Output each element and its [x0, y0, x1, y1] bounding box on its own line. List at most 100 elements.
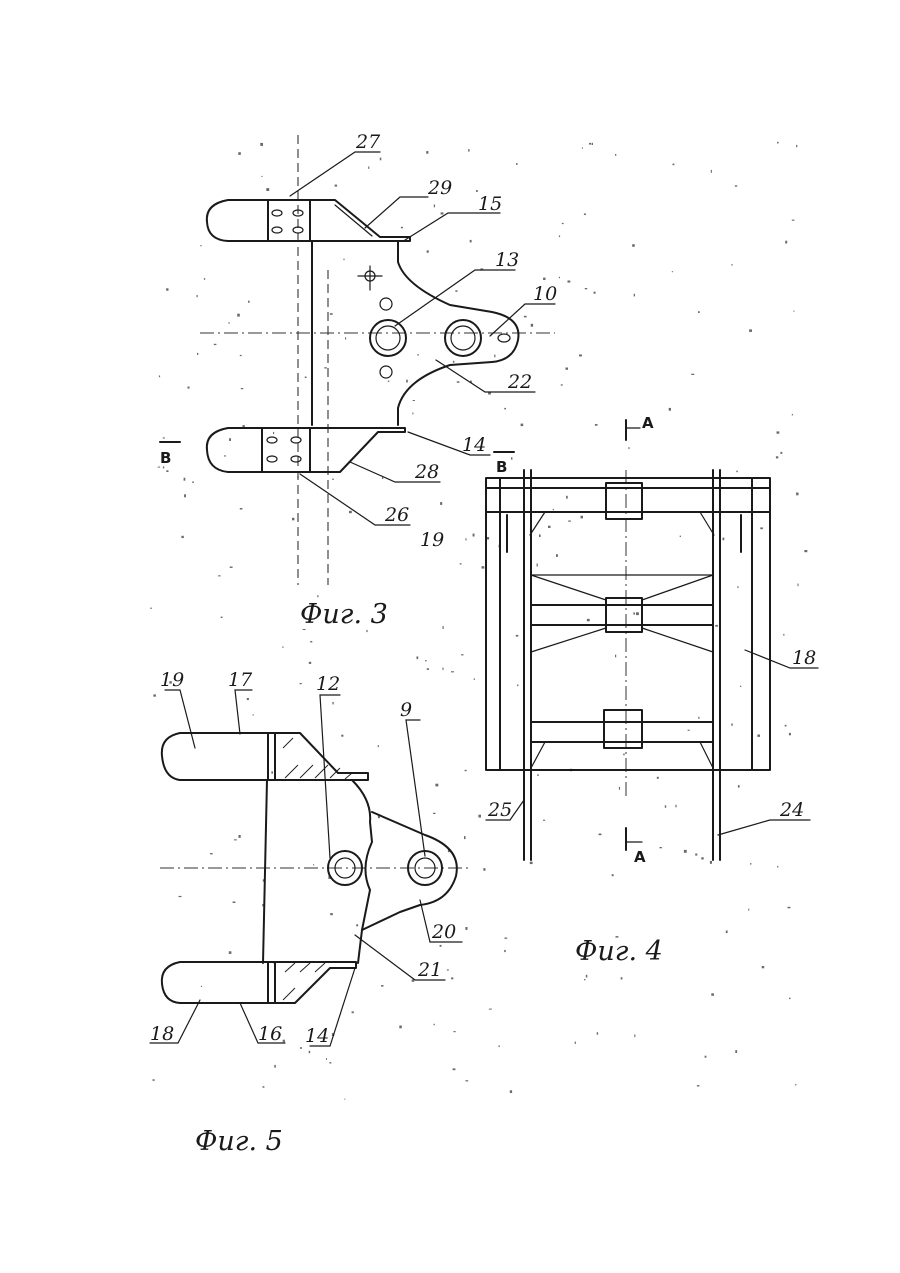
scan-speck: [451, 671, 454, 672]
scan-speck: [184, 478, 186, 481]
scan-speck: [634, 1034, 635, 1037]
scan-speck: [619, 787, 620, 790]
scan-speck: [705, 1056, 707, 1058]
scan-speck: [804, 550, 807, 552]
scan-speck: [229, 951, 232, 954]
fig4-section-mark-top: А: [642, 414, 654, 432]
scan-speck: [777, 142, 779, 144]
scan-speck: [465, 770, 467, 771]
fig4-label-18: 18: [792, 647, 816, 669]
scan-speck: [691, 374, 694, 375]
scan-speck: [153, 1079, 155, 1081]
fig3-label-15: 15: [478, 193, 502, 215]
scan-speck: [341, 735, 343, 737]
fig5-label-14: 14: [305, 1025, 329, 1047]
scan-speck: [461, 654, 463, 655]
scan-speck: [568, 521, 571, 522]
scan-speck: [221, 617, 223, 618]
scan-speck: [660, 847, 662, 848]
scan-speck: [343, 259, 344, 260]
scan-speck: [537, 775, 539, 776]
scan-speck: [197, 353, 198, 355]
scan-speck: [210, 853, 213, 854]
scan-speck: [723, 538, 725, 541]
scan-speck: [711, 993, 714, 996]
scan-speck: [224, 455, 225, 457]
fig5-label-19: 19: [160, 669, 184, 691]
scan-speck: [731, 264, 732, 265]
scan-speck: [584, 979, 585, 980]
fig3-label-10: 10: [533, 283, 557, 305]
scan-speck: [615, 154, 616, 156]
scan-speck: [698, 311, 700, 313]
fig3-label-22: 22: [507, 371, 532, 393]
scan-speck: [417, 354, 419, 355]
scan-speck: [582, 147, 583, 148]
scan-speck: [795, 1084, 797, 1085]
scan-speck: [443, 626, 444, 629]
scan-speck: [247, 698, 249, 700]
scan-speck: [726, 931, 728, 934]
scan-speck: [399, 1026, 402, 1029]
scan-speck: [632, 244, 635, 247]
scan-speck: [332, 702, 333, 704]
scan-speck: [453, 1031, 455, 1032]
scan-speck: [566, 496, 568, 499]
fig3-label-19: 19: [420, 529, 444, 551]
scan-speck: [329, 1062, 331, 1063]
scan-speck: [163, 437, 165, 438]
scan-speck: [344, 1099, 345, 1100]
scan-speck: [657, 777, 659, 779]
scan-speck: [440, 502, 442, 505]
scan-speck: [796, 145, 797, 147]
scan-speck: [788, 907, 791, 909]
scan-speck: [273, 432, 274, 434]
scan-speck: [455, 290, 457, 292]
scan-speck: [612, 874, 614, 876]
scan-speck: [701, 857, 703, 859]
scan-speck: [282, 647, 284, 648]
fig5-label-20: 20: [431, 921, 456, 943]
scan-speck: [499, 1045, 500, 1047]
scan-speck: [710, 861, 712, 864]
scan-speck: [731, 723, 732, 726]
scan-speck: [413, 400, 415, 401]
scan-speck: [388, 381, 390, 382]
scan-speck: [621, 977, 623, 979]
scan-speck: [468, 149, 469, 152]
scan-speck: [470, 240, 472, 243]
scan-noise: [150, 142, 807, 1100]
fig4-label-25: 25: [487, 799, 512, 821]
scan-speck: [274, 1065, 276, 1068]
scan-speck: [309, 1051, 311, 1053]
scan-speck: [581, 516, 584, 519]
scan-speck: [238, 152, 241, 155]
scan-speck: [443, 668, 444, 671]
scan-speck: [675, 805, 676, 808]
scan-speck: [324, 367, 327, 368]
scan-speck: [253, 714, 254, 715]
scan-speck: [310, 641, 312, 642]
scan-speck: [453, 361, 455, 363]
scan-speck: [240, 508, 243, 510]
scan-speck: [521, 424, 524, 427]
scan-speck: [776, 456, 778, 458]
scan-speck: [483, 868, 485, 871]
scan-speck: [166, 288, 168, 290]
scan-speck: [237, 314, 240, 317]
scan-speck: [680, 536, 681, 537]
scan-speck: [153, 694, 156, 696]
scan-speck: [780, 452, 782, 454]
scan-speck: [517, 684, 518, 686]
scan-speck: [672, 271, 673, 272]
scan-speck: [305, 377, 307, 379]
scan-speck: [427, 668, 429, 670]
scan-speck: [261, 176, 262, 177]
fig5-label-21: 21: [417, 959, 442, 981]
scan-speck: [447, 969, 449, 970]
scan-speck: [584, 214, 586, 216]
scan-speck: [777, 866, 778, 868]
scan-speck: [553, 509, 554, 510]
fig4-label-24: 24: [779, 799, 804, 821]
scan-speck: [292, 518, 294, 521]
